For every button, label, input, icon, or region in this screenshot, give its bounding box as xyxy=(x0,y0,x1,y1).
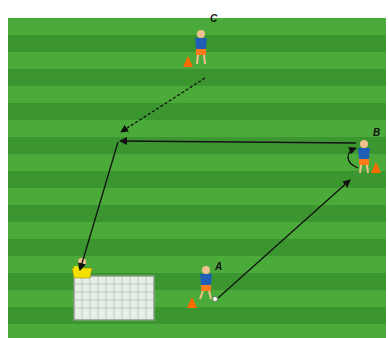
pitch-stripe xyxy=(8,188,386,205)
pitch-stripe xyxy=(8,154,386,171)
pitch-stripe xyxy=(8,137,386,154)
pitch-stripe xyxy=(8,239,386,256)
pitch-stripe xyxy=(8,290,386,307)
pitch-stripe xyxy=(8,171,386,188)
player-letter: A xyxy=(215,262,222,272)
player-figure xyxy=(358,140,370,173)
pitch-stripe xyxy=(8,222,386,239)
pitch-stripe xyxy=(8,86,386,103)
goal xyxy=(74,276,154,320)
movement-arrows xyxy=(80,78,358,298)
player-letter: B xyxy=(373,128,380,138)
player-figure xyxy=(200,266,218,302)
pitch-stripe xyxy=(8,69,386,86)
pitch-stripes xyxy=(8,18,386,338)
pitch-stripe xyxy=(8,205,386,222)
player-figure xyxy=(195,30,207,64)
pitch-stripe xyxy=(8,256,386,273)
player-letter: C xyxy=(210,14,217,24)
pitch-stripe xyxy=(8,307,386,324)
pitch-stripe xyxy=(8,273,386,290)
pitch-stripe xyxy=(8,324,386,338)
pitch-stripe xyxy=(8,120,386,137)
pitch-stripe xyxy=(8,18,386,35)
pitch-stripe xyxy=(8,103,386,120)
cones xyxy=(183,56,381,308)
